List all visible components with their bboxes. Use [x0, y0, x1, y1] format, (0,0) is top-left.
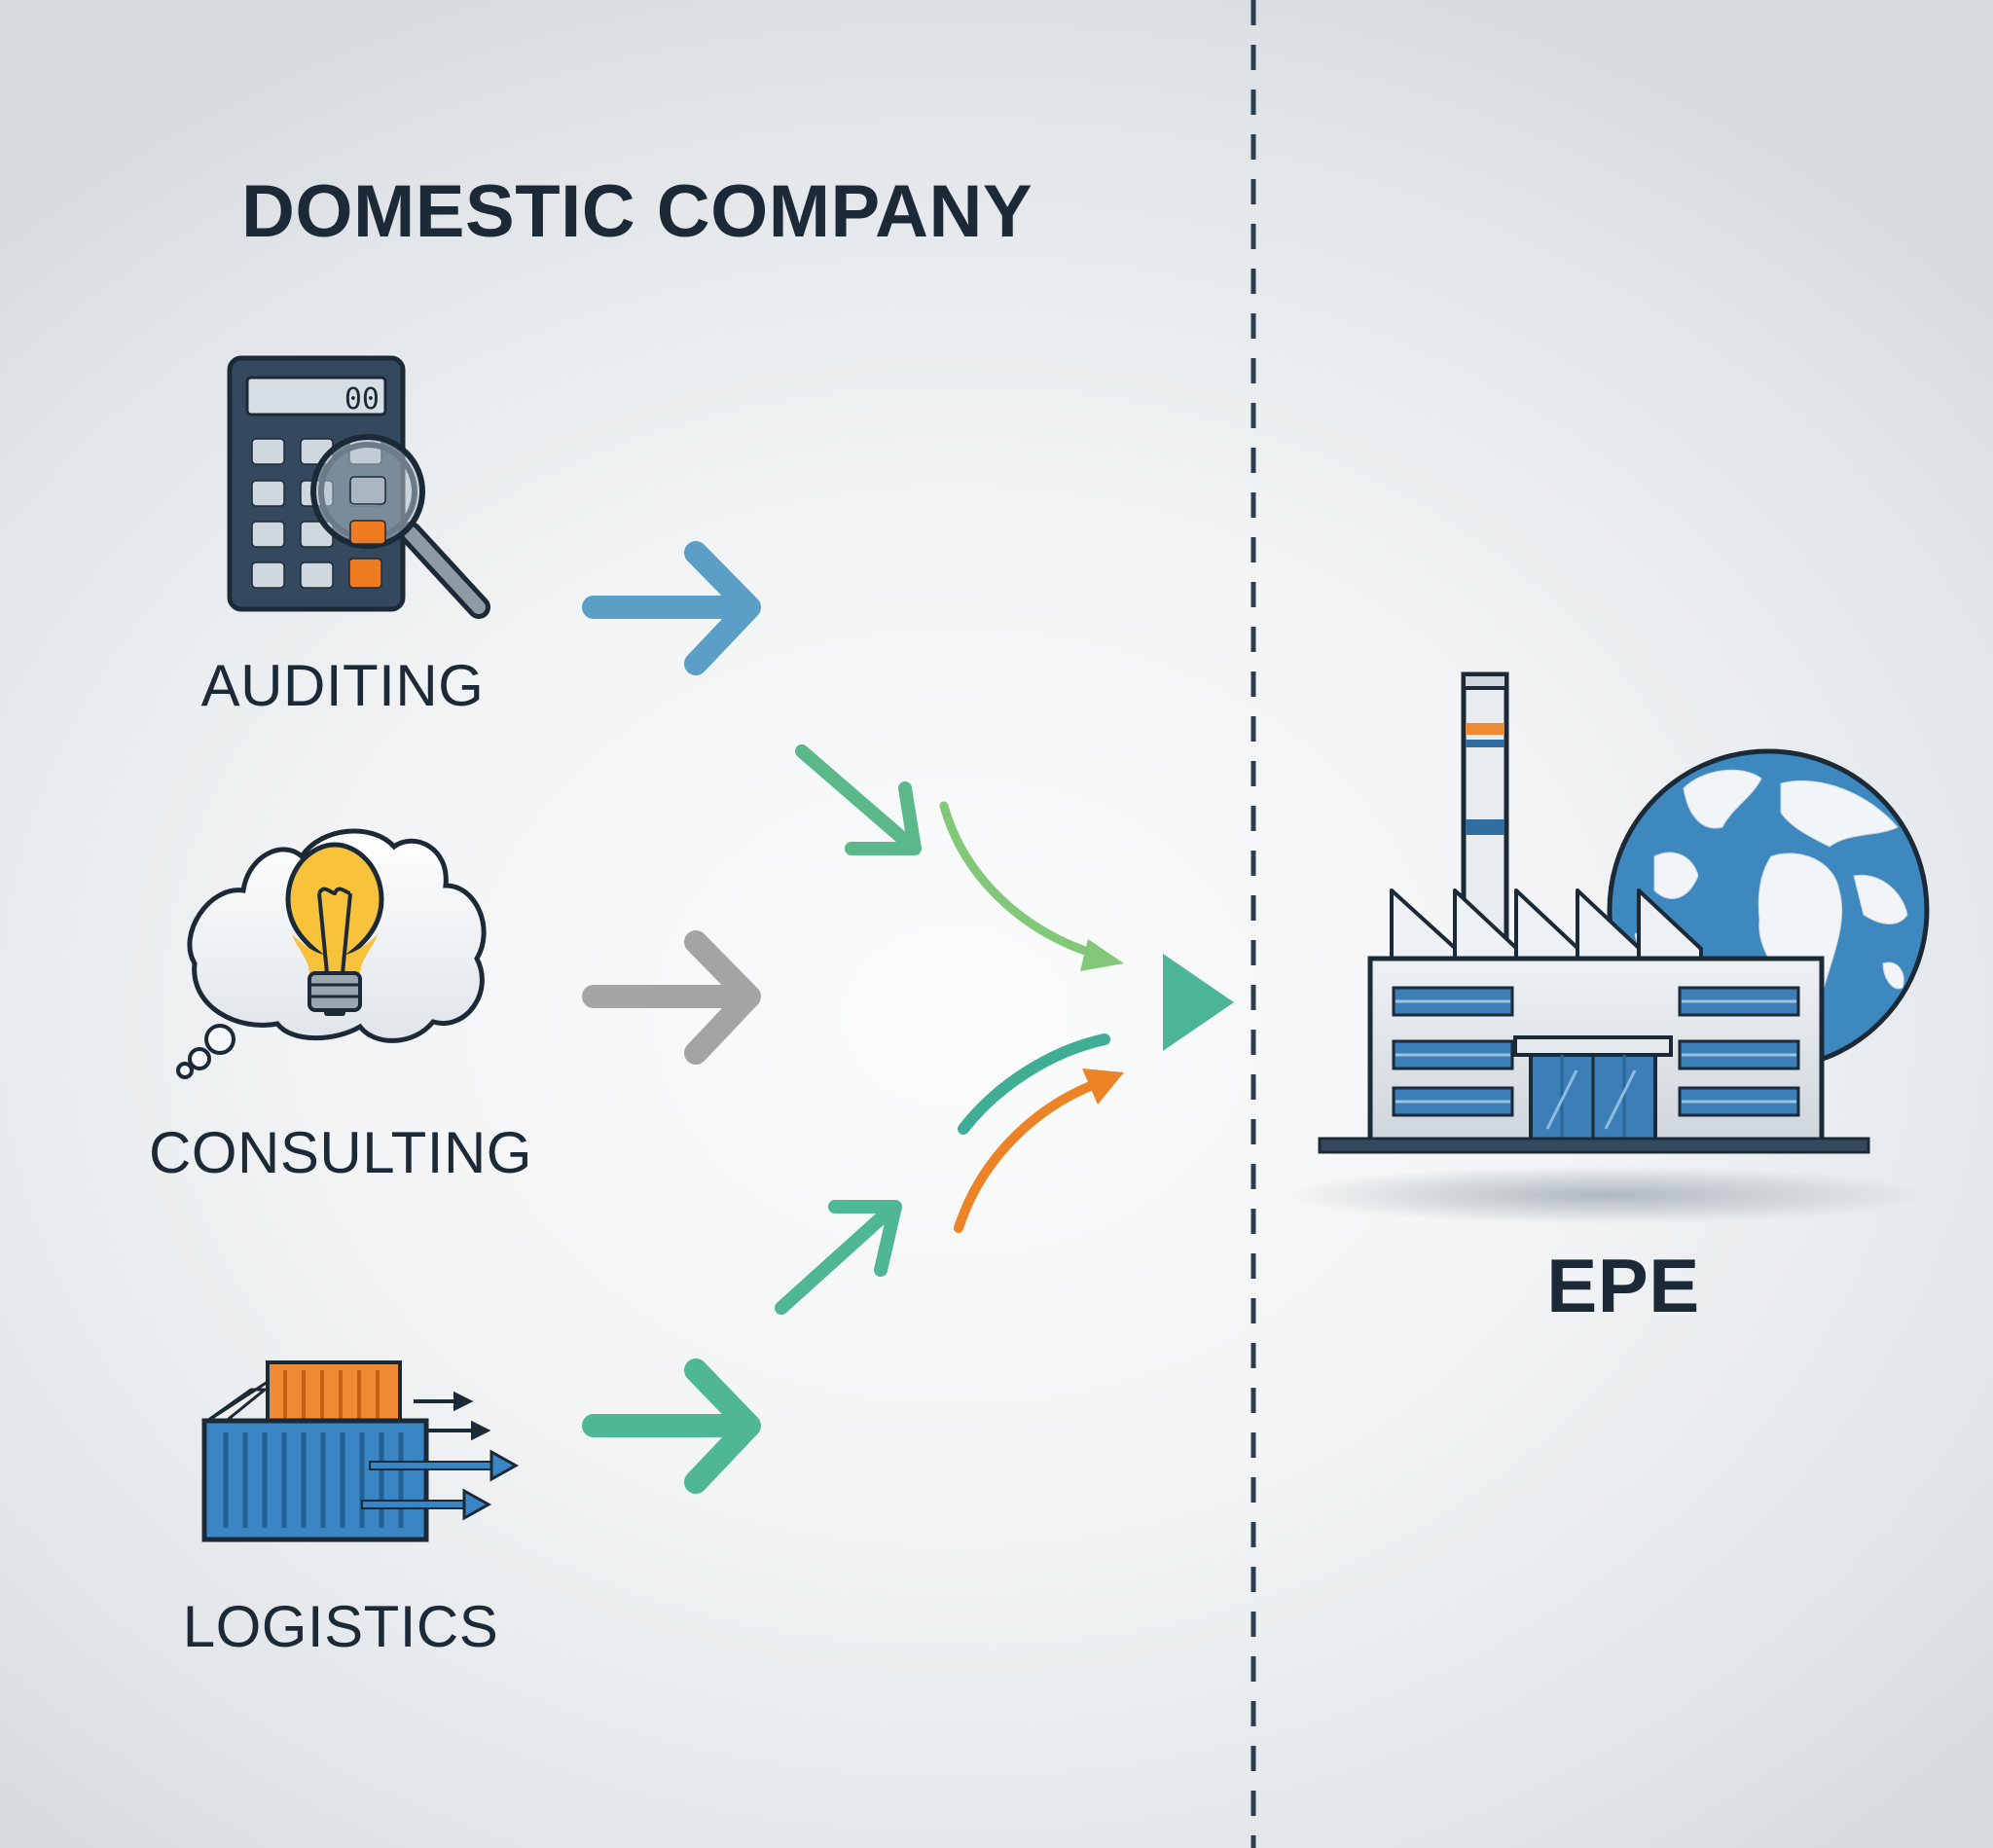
target-label-epe: EPE [1546, 1243, 1700, 1328]
diagram-title: DOMESTIC COMPANY [241, 170, 1033, 253]
logistics-arrow [582, 1359, 761, 1494]
converge-arrow-lower-diagonal [775, 1200, 902, 1315]
auditing-arrow [582, 541, 761, 675]
service-label-consulting: CONSULTING [149, 1120, 532, 1185]
converge-arrow-upper-diagonal [795, 744, 922, 855]
lightbulb-thought-icon [176, 828, 487, 1079]
shipping-container-icon [201, 1360, 520, 1542]
converge-arrow-upper-curve [939, 801, 1124, 971]
converge-arrow-lower-curve-teal [958, 1033, 1110, 1135]
converge-arrow-lower-curve-orange [954, 1069, 1124, 1233]
service-label-auditing: AUDITING [200, 653, 485, 718]
factory-globe-icon [1285, 671, 1930, 1224]
calculator-magnifier-icon: 00 [227, 355, 490, 619]
converge-arrow-center [822, 954, 1234, 1051]
service-label-logistics: LOGISTICS [182, 1594, 499, 1659]
consulting-arrow [582, 930, 761, 1065]
calculator-display: 00 [344, 382, 380, 417]
